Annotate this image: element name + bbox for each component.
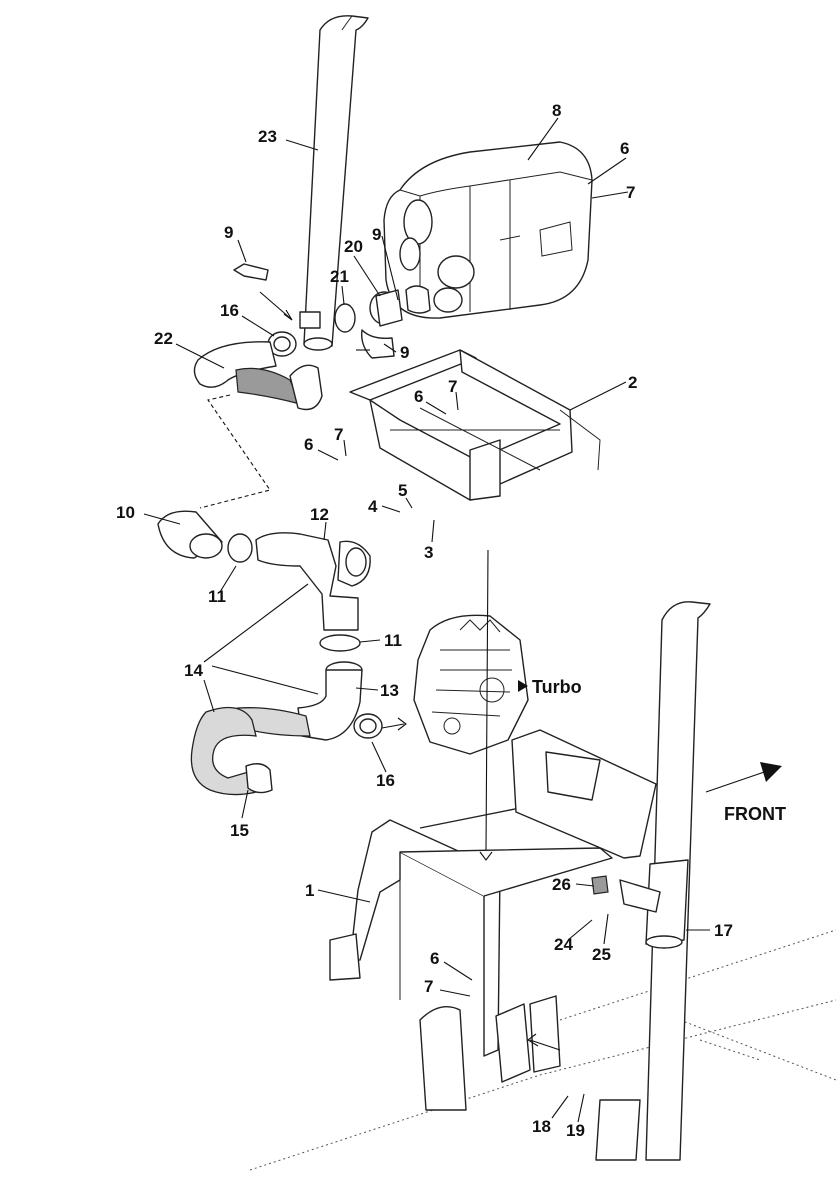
callout-leaders <box>143 117 710 1123</box>
engine-with-turbo <box>413 614 529 755</box>
muffler-inlet-fittings <box>334 285 431 359</box>
callout-15: 15 <box>230 821 249 840</box>
callout-3: 3 <box>424 543 433 562</box>
callout-11-left: 11 <box>208 587 226 606</box>
callout-7-left: 7 <box>334 425 343 444</box>
callout-1: 1 <box>305 881 314 900</box>
callout-9-inlet: 9 <box>400 343 409 362</box>
callout-25: 25 <box>592 945 611 964</box>
mounting-brackets <box>419 875 661 1111</box>
callout-16-upper: 16 <box>220 301 239 320</box>
chassis-outline <box>249 929 836 1171</box>
front-direction-arrow <box>705 762 782 793</box>
turbo-pointer-icon <box>518 680 528 692</box>
lower-pipe-and-flex-hose <box>190 661 383 796</box>
callout-26: 26 <box>552 875 571 894</box>
exhaust-stack-lower <box>595 601 711 1161</box>
callout-4: 4 <box>368 497 378 516</box>
callout-9-muffler: 9 <box>372 225 381 244</box>
flex-pipe-connector-dashed <box>199 394 271 509</box>
callout-18: 18 <box>532 1117 551 1136</box>
callout-6-frame: 6 <box>414 387 423 406</box>
hood-panel <box>511 729 657 859</box>
muffler <box>383 141 593 319</box>
tee-pipe-assembly <box>157 510 371 652</box>
turbo-label: Turbo <box>532 677 582 697</box>
callout-23: 23 <box>258 127 277 146</box>
callout-11-right: 11 <box>384 631 402 650</box>
callout-7-lower: 7 <box>424 977 433 996</box>
callout-numbers: 1 2 3 4 5 6 6 6 6 7 7 7 7 8 9 9 9 10 11 … <box>116 101 786 1140</box>
callout-22: 22 <box>154 329 173 348</box>
callout-14: 14 <box>184 661 203 680</box>
callout-7-muffler: 7 <box>626 183 635 202</box>
callout-24: 24 <box>554 935 573 954</box>
callout-19: 19 <box>566 1121 585 1140</box>
muffler-mount-frame <box>349 349 601 501</box>
callout-6-muffler: 6 <box>620 139 629 158</box>
front-label: FRONT <box>724 804 786 824</box>
callout-17: 17 <box>714 921 733 940</box>
callout-9-top: 9 <box>224 223 233 242</box>
callout-6-left: 6 <box>304 435 313 454</box>
callout-21: 21 <box>330 267 349 286</box>
callout-12: 12 <box>310 505 329 524</box>
callout-8: 8 <box>552 101 561 120</box>
callout-10: 10 <box>116 503 135 522</box>
callout-2: 2 <box>628 373 637 392</box>
upper-clamp-and-flex-pipe <box>193 263 323 411</box>
exhaust-stack-upper <box>299 15 369 351</box>
callout-13: 13 <box>380 681 399 700</box>
callout-7-frame: 7 <box>448 377 457 396</box>
callout-20: 20 <box>344 237 363 256</box>
callout-5: 5 <box>398 481 407 500</box>
callout-6-lower: 6 <box>430 949 439 968</box>
assembly-arrows <box>259 291 561 1051</box>
callout-16-lower: 16 <box>376 771 395 790</box>
main-frame <box>329 807 613 1057</box>
